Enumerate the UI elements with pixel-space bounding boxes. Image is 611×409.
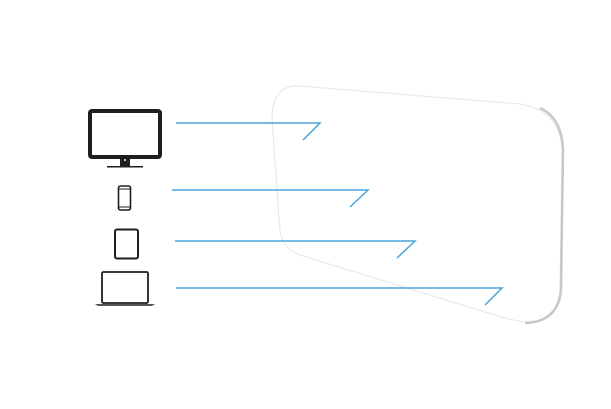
tablet-icon <box>114 228 139 260</box>
connector-line-laptop <box>176 287 504 306</box>
screen-card <box>271 85 563 323</box>
connector-line-tablet <box>175 240 417 259</box>
laptop-icon <box>95 271 155 306</box>
card-shadow-edge <box>524 106 565 325</box>
connector-line-phone <box>172 189 370 208</box>
smartphone-icon <box>117 185 132 211</box>
desktop-monitor-icon <box>88 109 162 168</box>
connector-line-desktop <box>176 122 322 141</box>
